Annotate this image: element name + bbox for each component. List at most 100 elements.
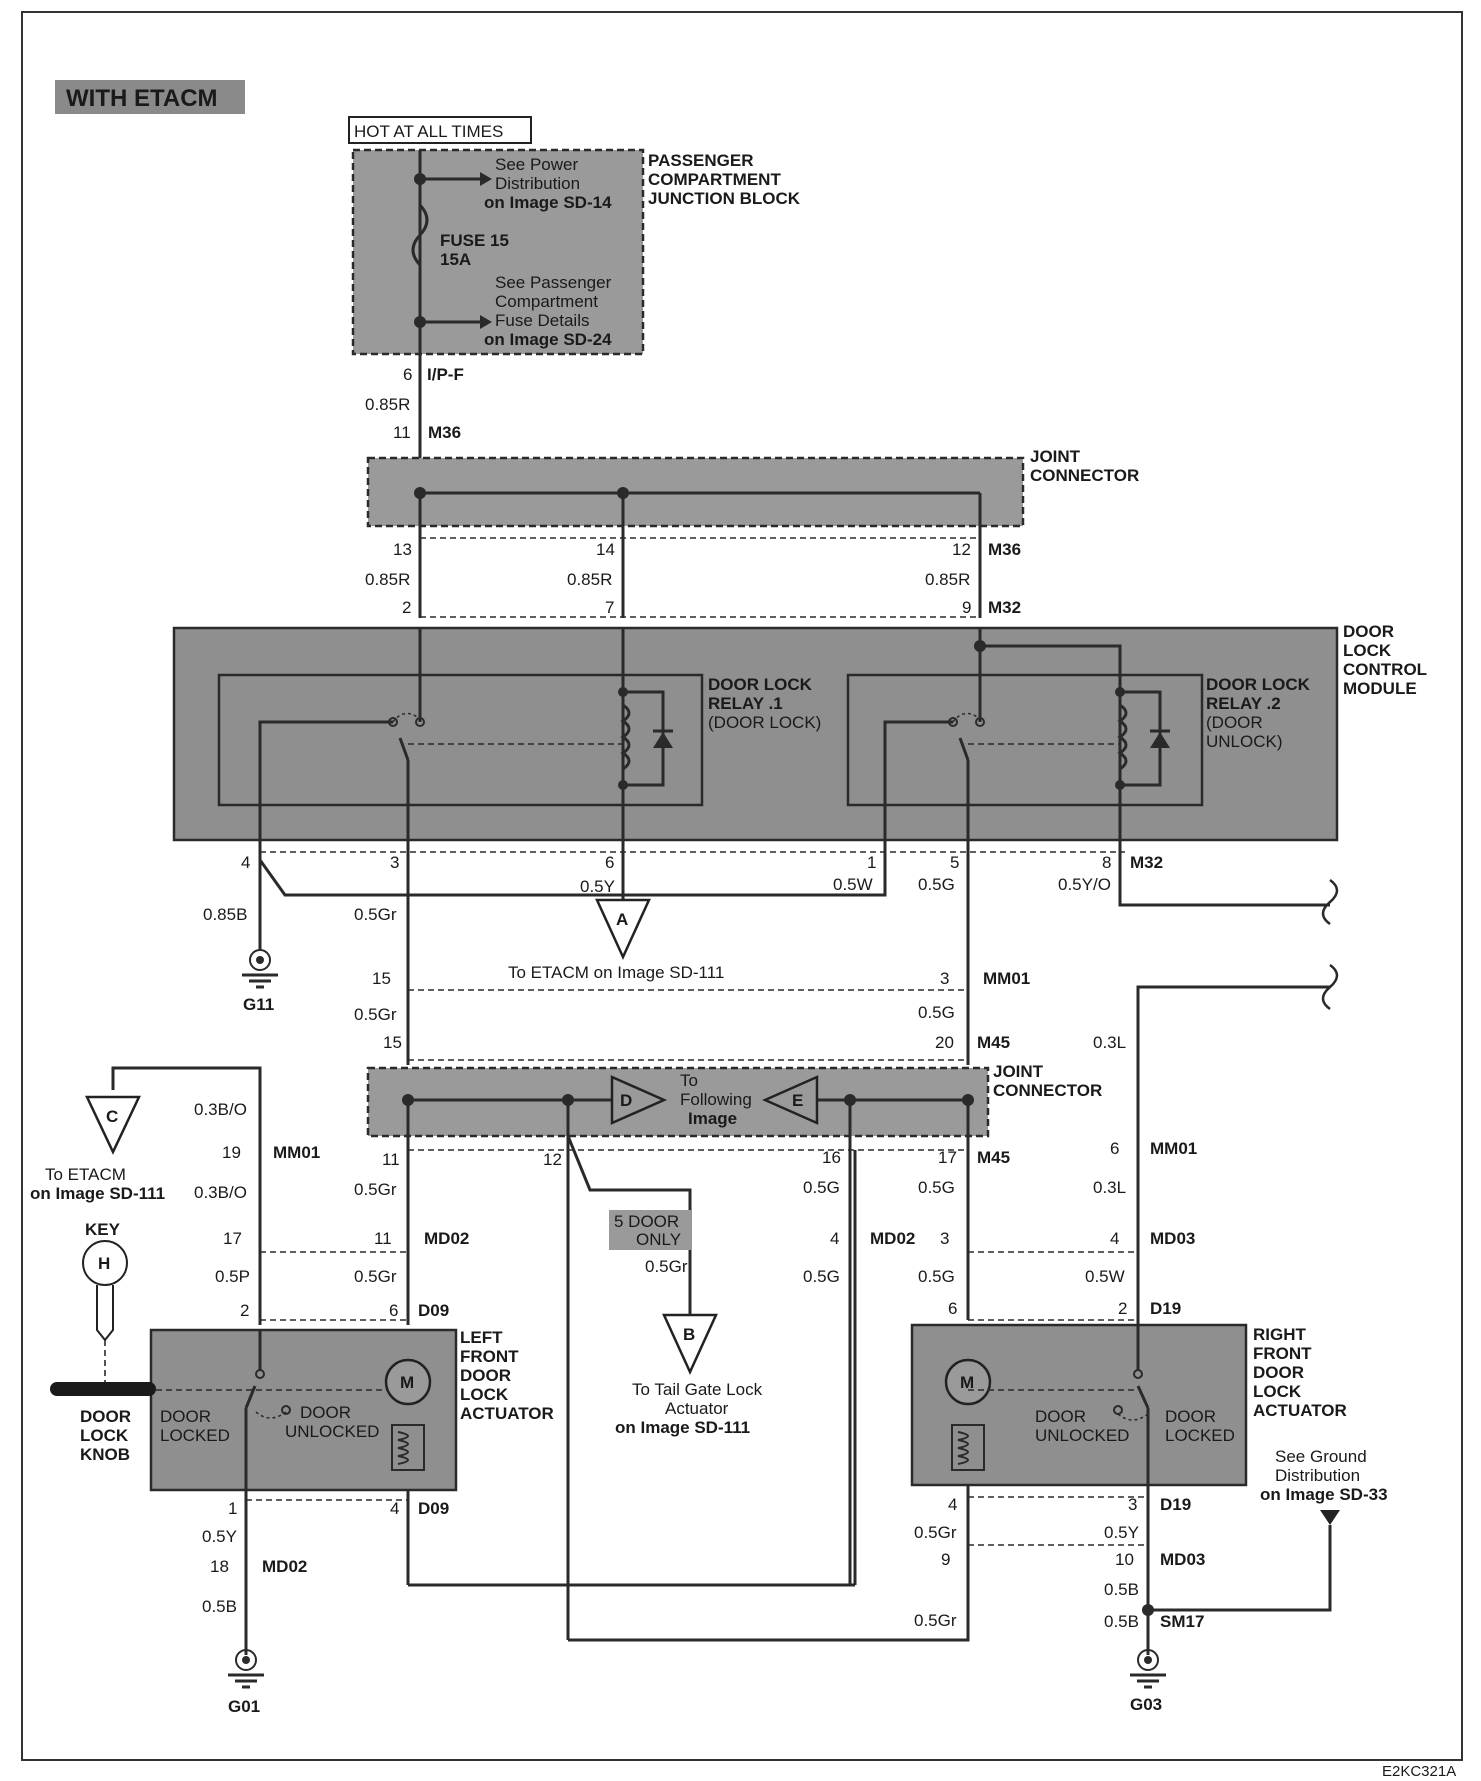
right-act-name-line1: RIGHT [1253,1325,1307,1344]
wire-05y-c: 0.5Y [1104,1523,1139,1542]
conn-md03: MD03 [1150,1229,1195,1248]
jc-mid-name-line1: JOINT [993,1062,1044,1081]
right-motor [944,1358,992,1406]
relay2-coil [1117,703,1128,771]
pin-16-m45: 16 [822,1148,841,1167]
conn-m36-bottom: M36 [988,540,1021,559]
relay2-line3: (DOOR [1206,713,1263,732]
pin-14: 14 [596,540,615,559]
pin-18-md02: 18 [210,1557,229,1576]
five-door-line1: 5 DOOR [614,1212,679,1231]
jb-name-line3: JUNCTION BLOCK [648,189,801,208]
pin-4-md03: 4 [1110,1229,1119,1248]
pin-9: 9 [962,598,971,617]
offpage-d-label: D [620,1091,632,1110]
offpage-e-label: E [792,1091,803,1110]
left-act-name-line1: LEFT [460,1328,503,1347]
pin-11-m45: 11 [382,1150,400,1169]
key-label: KEY [85,1220,121,1239]
conn-m45-top: M45 [977,1033,1010,1052]
right-locked-line1: DOOR [1165,1407,1216,1426]
relay1-line2: RELAY .1 [708,694,783,713]
wire-085b: 0.85B [203,905,247,924]
pin-10-md03: 10 [1115,1550,1134,1569]
right-act-name-line2: FRONT [1253,1344,1312,1363]
wire-05g-f: 0.5G [918,1267,955,1286]
left-motor-label: M [400,1373,414,1392]
conn-m32-bottom: M32 [1130,853,1163,872]
offpage-a-label: A [616,910,628,929]
conn-d19: D19 [1150,1299,1181,1318]
wire-05w: 0.5W [833,875,873,894]
wire-05b-c: 0.5B [1104,1612,1139,1631]
pin-15-m45: 15 [383,1033,402,1052]
conn-md02: MD02 [424,1229,469,1248]
pin-15-mm01: 15 [372,969,391,988]
jc-mid-center-2: Following [680,1090,752,1109]
jb-fuse-line2: 15A [440,250,471,269]
pin-2-d09: 2 [240,1301,249,1320]
wire-05p: 0.5P [215,1267,250,1286]
left-locked-line1: DOOR [160,1407,211,1426]
wire-05g: 0.5G [918,875,955,894]
pin-4-md02: 4 [830,1229,839,1248]
wire-05gr-tail: 0.5Gr [645,1257,688,1276]
left-spring [397,1431,409,1465]
pin-9-md03: 9 [941,1550,950,1569]
wire-085r-b: 0.85R [567,570,612,589]
pin-12-m45: 12 [543,1150,562,1169]
left-unlocked-line1: DOOR [300,1403,351,1422]
conn-m36-top: M36 [428,423,461,442]
splice-sm17: SM17 [1160,1612,1204,1631]
pin-3-md03: 3 [940,1229,949,1248]
wire-05gr-e: 0.5Gr [914,1523,957,1542]
jb-ref2-line3: Fuse Details [495,311,589,330]
module-name-line2: LOCK [1343,641,1392,660]
etacm-left-line1: To ETACM [45,1165,126,1184]
key-h-label: H [98,1254,110,1273]
key-icon [82,1240,128,1286]
pin-11-m36: 11 [393,423,411,442]
left-act-name-line4: LOCK [460,1385,509,1404]
right-unlocked-line1: DOOR [1035,1407,1086,1426]
offpage-e [761,1075,819,1125]
wire-05y-b: 0.5Y [202,1527,237,1546]
conn-m45-bottom: M45 [977,1148,1010,1167]
wire-03l-b: 0.3L [1093,1178,1126,1197]
pin-19-mm01: 19 [222,1143,241,1162]
relay1-line1: DOOR LOCK [708,675,813,694]
jb-ref2-line2: Compartment [495,292,598,311]
pin-6-ipf: 6 [403,365,412,384]
pin-4-d09: 4 [390,1499,399,1518]
jb-ref2-line1: See Passenger [495,273,612,292]
relay2-diode [1150,732,1170,748]
wire-05g-e: 0.5G [803,1267,840,1286]
right-act-name-line4: LOCK [1253,1382,1302,1401]
pin-4-m32: 4 [241,853,250,872]
pin-3-mm01: 3 [940,969,949,988]
wire-05b: 0.5B [202,1597,237,1616]
wire-03l: 0.3L [1093,1033,1126,1052]
relay1-coil [620,703,631,771]
wire-085r-c: 0.85R [925,570,970,589]
conn-mm01-right: MM01 [1150,1139,1197,1158]
wire-05b-b: 0.5B [1104,1580,1139,1599]
relay1-line3: (DOOR LOCK) [708,713,821,732]
relay1-diode [653,732,673,748]
ground-g03: G03 [1130,1695,1162,1714]
fuse-symbol [411,203,429,267]
page-frame [21,11,1463,1761]
pin-3-m32: 3 [390,853,399,872]
relay2-line2: RELAY .2 [1206,694,1281,713]
left-act-name-line3: DOOR [460,1366,511,1385]
header-badge-bg [55,80,245,114]
pin-13: 13 [393,540,412,559]
etacm-mid-ref: To ETACM on Image SD-111 [508,963,724,982]
wire-05gr-b: 0.5Gr [354,1005,397,1024]
pin-6-m32: 6 [605,853,614,872]
conn-mm01: MM01 [983,969,1030,988]
pin-5-m32: 5 [950,853,959,872]
conn-md03-bottom: MD03 [1160,1550,1205,1569]
left-front-door-lock-actuator [149,1328,458,1492]
